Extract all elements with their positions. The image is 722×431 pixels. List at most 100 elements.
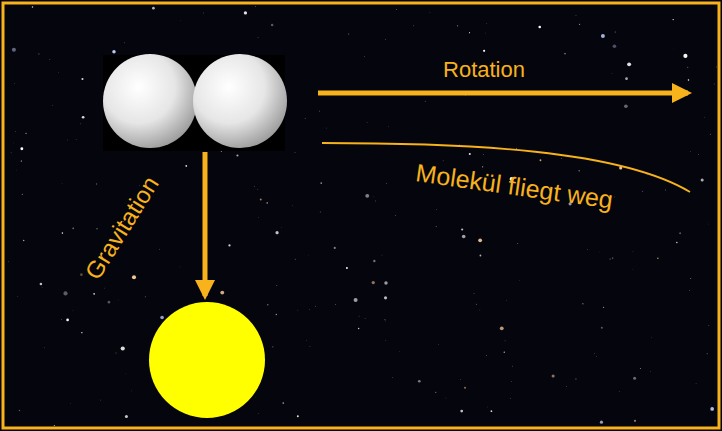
star [601, 327, 603, 329]
star [625, 77, 628, 80]
star [482, 166, 483, 167]
star [676, 242, 678, 244]
star [601, 34, 605, 38]
star [479, 309, 481, 311]
star [253, 186, 255, 188]
star [260, 199, 262, 201]
star [506, 300, 508, 302]
star [81, 331, 83, 333]
star [483, 154, 485, 156]
star [399, 351, 401, 353]
star [117, 299, 119, 301]
star [500, 326, 504, 330]
star [267, 304, 268, 305]
star [22, 194, 23, 195]
star [552, 374, 555, 377]
star [688, 290, 690, 292]
star [388, 126, 390, 128]
star [152, 7, 155, 10]
star [20, 147, 23, 150]
gravity-arrow [203, 152, 208, 296]
star [512, 365, 514, 367]
star [690, 277, 692, 279]
star [255, 6, 257, 8]
star [639, 367, 641, 369]
star [121, 346, 125, 350]
star [10, 152, 12, 154]
star [131, 390, 133, 392]
star [32, 6, 34, 8]
star-body [149, 302, 265, 418]
star [486, 23, 488, 25]
star [429, 11, 431, 13]
star [319, 110, 321, 112]
star [634, 420, 636, 422]
star [15, 131, 17, 133]
atom-sphere [103, 54, 197, 148]
star [683, 54, 687, 58]
star [713, 83, 715, 85]
star [442, 160, 444, 162]
star [598, 251, 600, 253]
star [519, 279, 521, 281]
star [596, 356, 598, 358]
star [385, 39, 387, 41]
star [564, 53, 565, 54]
star [600, 421, 603, 424]
star [315, 305, 317, 307]
star [304, 118, 306, 120]
star [294, 152, 295, 153]
star [436, 208, 438, 210]
star [413, 25, 415, 27]
star [460, 410, 463, 413]
star [491, 410, 493, 412]
star [82, 116, 85, 119]
star [228, 244, 230, 246]
star [257, 413, 259, 415]
star [614, 196, 616, 198]
star [41, 287, 43, 289]
star [424, 100, 426, 102]
star [13, 142, 15, 144]
star [44, 347, 46, 349]
star [704, 117, 706, 119]
star [21, 160, 22, 161]
star [698, 154, 700, 156]
star [538, 26, 541, 29]
star [145, 296, 146, 297]
star [516, 148, 517, 149]
star [358, 315, 360, 317]
star [12, 48, 16, 52]
star [334, 247, 336, 249]
star [354, 298, 358, 302]
star [70, 403, 72, 405]
star [445, 397, 447, 399]
star [326, 127, 328, 129]
star [81, 78, 83, 80]
star [385, 320, 387, 322]
star [395, 215, 397, 217]
star [665, 189, 667, 191]
atom-sphere [193, 54, 287, 148]
star [687, 66, 689, 68]
star [651, 337, 653, 339]
star [710, 134, 711, 135]
star [381, 254, 383, 256]
star [320, 182, 322, 184]
star [276, 285, 278, 287]
frame [3, 3, 719, 428]
star [373, 260, 375, 262]
star [80, 123, 82, 125]
star [561, 158, 563, 160]
star [272, 346, 273, 347]
star [510, 397, 512, 399]
star [319, 211, 321, 213]
star [282, 402, 284, 404]
star [461, 228, 463, 230]
star [180, 19, 182, 21]
star [375, 200, 377, 202]
star [294, 258, 296, 260]
star [613, 44, 617, 48]
star [115, 352, 117, 354]
